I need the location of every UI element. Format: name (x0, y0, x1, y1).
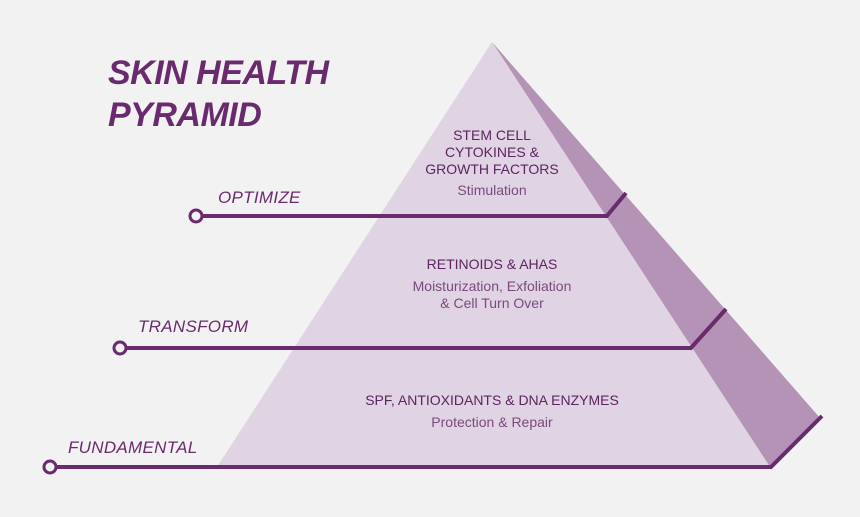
pyramid-side-face (492, 42, 820, 467)
title-line-1: SKIN HEALTH (108, 54, 329, 92)
tier-top-head-3: GROWTH FACTORS (425, 161, 559, 177)
level-label-transform: TRANSFORM (138, 317, 249, 336)
level-label-fundamental: FUNDAMENTAL (68, 438, 198, 457)
optimize-side-edge (604, 191, 628, 219)
transform-marker (112, 340, 128, 356)
tier-top-sub: Stimulation (457, 182, 527, 198)
tier-middle: RETINOIDS & AHAS Moisturization, Exfolia… (352, 256, 632, 312)
tier-middle-sub-1: Moisturization, Exfoliation (412, 278, 572, 294)
title-line-2: PYRAMID (108, 96, 262, 134)
tier-top: STEM CELL CYTOKINES & GROWTH FACTORS Sti… (352, 127, 632, 199)
transform-side-edge (688, 307, 728, 351)
tier-bottom: SPF, ANTIOXIDANTS & DNA ENZYMES Protecti… (342, 392, 642, 431)
tier-middle-head: RETINOIDS & AHAS (426, 256, 558, 272)
pyramid-front-face (217, 42, 770, 467)
tier-top-head-2: CYTOKINES & (445, 144, 539, 160)
tier-middle-sub-2: & Cell Turn Over (440, 295, 544, 311)
tier-bottom-head: SPF, ANTIOXIDANTS & DNA ENZYMES (365, 392, 619, 408)
tier-bottom-sub: Protection & Repair (431, 414, 553, 430)
fundamental-marker (42, 459, 58, 475)
diagram-title: SKIN HEALTH PYRAMID (108, 52, 329, 136)
optimize-marker (188, 208, 204, 224)
tier-top-head-1: STEM CELL (453, 127, 531, 143)
fundamental-side-edge (768, 414, 824, 470)
level-label-optimize: OPTIMIZE (218, 188, 301, 207)
